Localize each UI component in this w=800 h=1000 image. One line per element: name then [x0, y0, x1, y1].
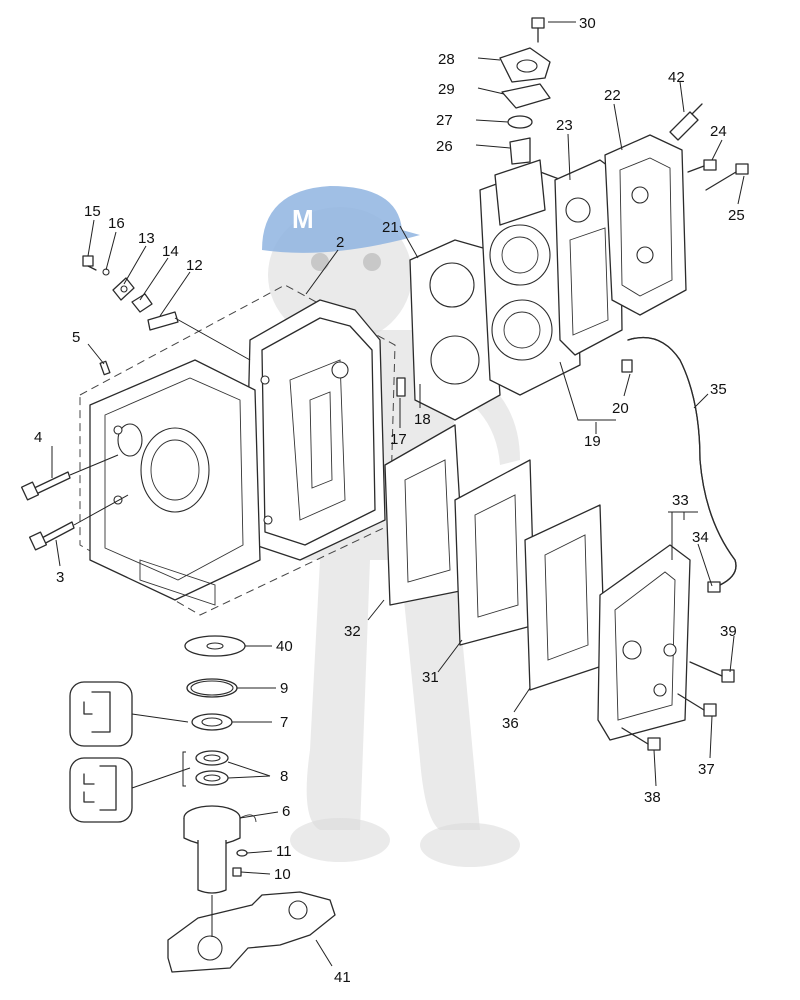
bolt-24: [687, 159, 717, 173]
callout-5: 5: [72, 329, 80, 346]
callout-36: 36: [502, 715, 519, 732]
callout-38: 38: [644, 789, 661, 806]
callout-33: 33: [672, 492, 689, 509]
gasket-36: [524, 504, 606, 691]
bolt-3: [28, 494, 129, 551]
gasket-23: [554, 159, 623, 356]
callout-31: 31: [422, 669, 439, 686]
crankcase-half: [89, 359, 261, 606]
callout-12: 12: [186, 257, 203, 274]
callout-24: 24: [710, 123, 727, 140]
callout-32: 32: [344, 623, 361, 640]
bolt-37: [677, 693, 717, 717]
cap-icon: [262, 186, 420, 253]
callout-20: 20: [612, 400, 629, 417]
callout-21: 21: [382, 219, 399, 236]
leader-lines: [51, 21, 745, 967]
callout-26: 26: [436, 138, 453, 155]
gasket-21: [409, 239, 501, 421]
callout-18: 18: [414, 411, 431, 428]
washer-40: [184, 635, 246, 657]
cap-letter: M: [292, 204, 314, 234]
bolt-25: [705, 163, 749, 191]
callout-14: 14: [162, 243, 179, 260]
callout-29: 29: [438, 81, 455, 98]
bolt-10: [232, 867, 242, 877]
seals-8: [195, 750, 229, 786]
callout-25: 25: [728, 207, 745, 224]
callout-15: 15: [84, 203, 101, 220]
callout-28: 28: [438, 51, 455, 68]
callout-19: 19: [584, 433, 601, 450]
cylinder-head: [479, 159, 581, 396]
callout-40: 40: [276, 638, 293, 655]
callout-16: 16: [108, 215, 125, 232]
bolt-39: [689, 661, 735, 683]
bolt-4: [20, 454, 119, 501]
crankcase-block: [247, 299, 386, 561]
seal-detail-inset-7: [69, 681, 189, 747]
seal-detail-inset-8: [69, 751, 191, 823]
callout-23: 23: [556, 117, 573, 134]
callout-13: 13: [138, 230, 155, 247]
cover-22: [604, 134, 687, 316]
callout-2: 2: [336, 234, 344, 251]
thermostat-parts: [499, 17, 551, 165]
callout-35: 35: [710, 381, 727, 398]
seal-7: [191, 713, 233, 731]
sensor-42: [669, 103, 703, 141]
callout-4: 4: [34, 429, 42, 446]
callout-6: 6: [282, 803, 290, 820]
gasket-31: [454, 459, 536, 646]
o-ring-9: [186, 678, 238, 698]
callout-8: 8: [280, 768, 288, 785]
callout-11: 11: [276, 843, 292, 860]
callout-41: 41: [334, 969, 351, 986]
callout-42: 42: [668, 69, 685, 86]
housing-6: [183, 805, 257, 894]
callout-10: 10: [274, 866, 291, 883]
callout-labels: 30 28 29 27 26 42 22 23 24 25 15 16 13 1…: [34, 15, 745, 986]
callout-37: 37: [698, 761, 715, 778]
callout-9: 9: [280, 680, 288, 697]
pin-11: [236, 849, 248, 857]
callout-17: 17: [390, 431, 407, 448]
small-parts-12-16: [82, 255, 251, 361]
callout-27: 27: [436, 112, 453, 129]
callout-22: 22: [604, 87, 621, 104]
callout-30: 30: [579, 15, 596, 32]
hose-35: [621, 336, 737, 593]
cover-33: [597, 544, 691, 741]
callout-34: 34: [692, 529, 709, 546]
callout-39: 39: [720, 623, 737, 640]
callout-7: 7: [280, 714, 288, 731]
gasket-41: [167, 891, 336, 973]
pin-5: [99, 360, 111, 376]
callout-3: 3: [56, 569, 64, 586]
